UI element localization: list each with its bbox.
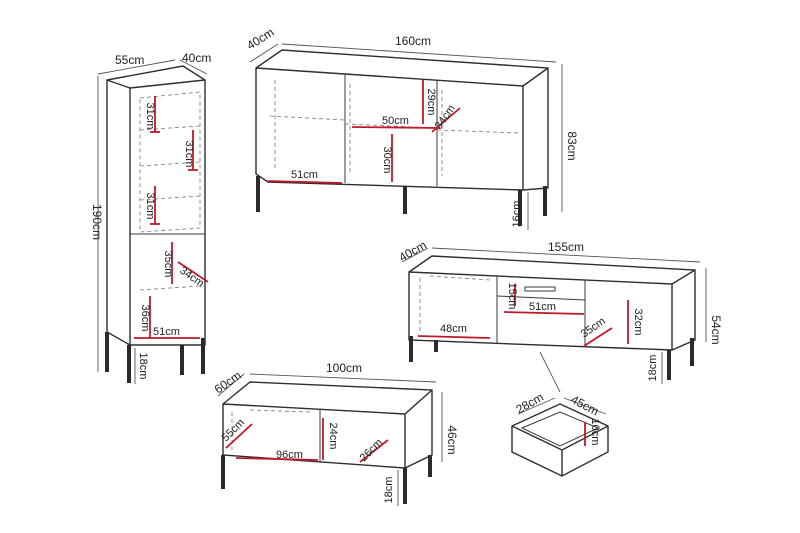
sideboard-leg-4	[543, 186, 547, 216]
tv-bench-inner-lines	[419, 275, 491, 334]
sideboard-outer-dims	[249, 43, 563, 212]
tv-bench-inner-depth-label: 35cm	[579, 315, 608, 340]
cabinet-tall-top-edge	[129, 79, 206, 89]
cabinet-tall-inner-upper-label: 35cm	[162, 251, 174, 278]
cabinet-tall-depth-line	[179, 59, 208, 75]
sideboard-width-label: 160cm	[395, 34, 431, 48]
sideboard-upper-label: 29cm	[425, 89, 437, 116]
coffee-table-inner-depth-2-marker	[359, 439, 389, 463]
drawer-body	[511, 403, 609, 477]
tv-bench-left-width-label: 48cm	[440, 323, 467, 335]
coffee-table-depth-label: 60cm	[212, 368, 244, 396]
cabinet-tall-leg-1	[105, 332, 109, 372]
cabinet-tall-leg-3	[180, 345, 184, 375]
tv-bench-drawer-pointer	[539, 351, 561, 393]
sideboard: 40cm 160cm 83cm 29cm 50cm 34cm 30cm 51cm…	[244, 25, 579, 230]
coffee-table-leg-3	[428, 455, 432, 477]
drawer-height-label: 10cm	[589, 419, 601, 446]
cabinet-tall-inner-depth-label: 34cm	[177, 265, 206, 290]
sideboard-leg-3	[518, 190, 522, 226]
sideboard-middle-width-marker	[351, 126, 441, 129]
cabinet-tall-inner-depth-marker	[177, 261, 209, 283]
tv-bench-width-label: 155cm	[548, 240, 584, 254]
cabinet-tall-leg-4	[201, 338, 205, 374]
tv-bench-drawer-width-marker	[503, 311, 585, 315]
tv-bench-height-label: 54cm	[709, 315, 723, 344]
cabinet-tall-shelf-2-label: 31cm	[183, 141, 195, 168]
cabinet-tall-glass-shelves	[139, 91, 201, 291]
drawer-detail: 28cm 45cm 10cm	[511, 390, 609, 477]
coffee-table-inner-height-label: 24cm	[327, 423, 339, 450]
coffee-table-leg-2	[403, 468, 407, 504]
sideboard-inner-depth-marker	[431, 107, 461, 133]
coffee-table-width-label: 100cm	[326, 361, 362, 375]
tv-bench-drawer-line	[496, 295, 586, 301]
cabinet-tall-shelf-3-label: 31cm	[144, 193, 156, 220]
tv-bench: 40cm 155cm 54cm 15cm 51cm 48cm 35cm 32cm…	[397, 238, 723, 393]
cabinet-tall-shelf-2-marker	[188, 130, 198, 171]
coffee-table-leg-label: 18cm	[383, 477, 395, 504]
tv-bench-drawer-width-label: 51cm	[529, 301, 556, 313]
cabinet-tall-width-line	[97, 59, 176, 75]
sideboard-leg-1	[256, 176, 260, 212]
drawer-edges	[511, 425, 609, 476]
coffee-table-leg-1	[221, 455, 225, 489]
tv-bench-leg-1	[409, 336, 413, 362]
sideboard-lower-label: 30cm	[381, 147, 393, 174]
cabinet-tall-width-label: 55cm	[115, 53, 144, 67]
cabinet-tall-front-edge	[106, 79, 131, 345]
tv-bench-leg-3	[667, 350, 671, 380]
sideboard-middle-width-label: 50cm	[382, 115, 409, 127]
cabinet-tall-height-label: 190cm	[90, 204, 104, 240]
sideboard-leg-label: 16cm	[511, 201, 523, 228]
sideboard-body	[255, 49, 549, 191]
tv-bench-drawer-handle	[524, 286, 556, 292]
coffee-table-inner-depth-2-label: 26cm	[358, 437, 386, 465]
drawer-inner	[520, 411, 600, 447]
tv-bench-outer-dims	[401, 247, 707, 342]
sideboard-height-label: 83cm	[565, 131, 579, 160]
cabinet-tall-shelf-1-label: 31cm	[144, 103, 156, 130]
drawer-outer-dims	[517, 397, 607, 415]
tv-bench-leg-2	[434, 340, 438, 352]
coffee-table-top-edges	[222, 389, 433, 468]
sideboard-leg-2	[403, 186, 407, 214]
cabinet-tall-inner-lower-label: 36cm	[139, 305, 151, 332]
coffee-table-inner-width-label: 96cm	[276, 449, 303, 461]
coffee-table: 60cm 100cm 46cm 55cm 96cm 24cm 26cm 18cm	[212, 361, 459, 506]
tv-bench-depth-label: 40cm	[397, 238, 429, 265]
sideboard-inner-shelves	[269, 80, 521, 176]
cabinet-tall-depth-label: 40cm	[182, 51, 211, 65]
cabinet-tall-leg-2	[127, 345, 131, 383]
sideboard-left-width-marker	[267, 180, 343, 184]
tv-bench-leg-4	[690, 338, 694, 366]
sideboard-dividers	[344, 74, 438, 186]
sideboard-left-width-label: 51cm	[291, 169, 318, 181]
coffee-table-inner-width-marker	[235, 457, 319, 461]
coffee-table-height-label: 46cm	[445, 425, 459, 454]
drawer-width-label: 45cm	[569, 392, 601, 418]
cabinet-tall-inner-width-label: 51cm	[153, 326, 180, 338]
tv-bench-leg-label: 18cm	[647, 355, 659, 382]
coffee-table-outer-dims	[217, 373, 443, 462]
cabinet-tall-leg-label: 18cm	[137, 353, 149, 380]
cabinet-tall: 55cm 40cm 190cm 31cm 31cm 31cm 35cm 34cm…	[90, 51, 211, 384]
cabinet-tall-shelf-3-marker	[150, 186, 160, 225]
tv-bench-right-height-label: 32cm	[632, 309, 644, 336]
tv-bench-left-width-marker	[417, 335, 491, 339]
coffee-table-inner-depth-marker	[225, 423, 253, 449]
tv-bench-inner-depth-marker	[583, 327, 613, 347]
cabinet-tall-shelf-1-marker	[150, 96, 160, 133]
tv-bench-dividers	[496, 276, 586, 347]
coffee-table-inner-lines	[231, 409, 311, 450]
tv-bench-drawer-height-label: 15cm	[506, 283, 518, 310]
